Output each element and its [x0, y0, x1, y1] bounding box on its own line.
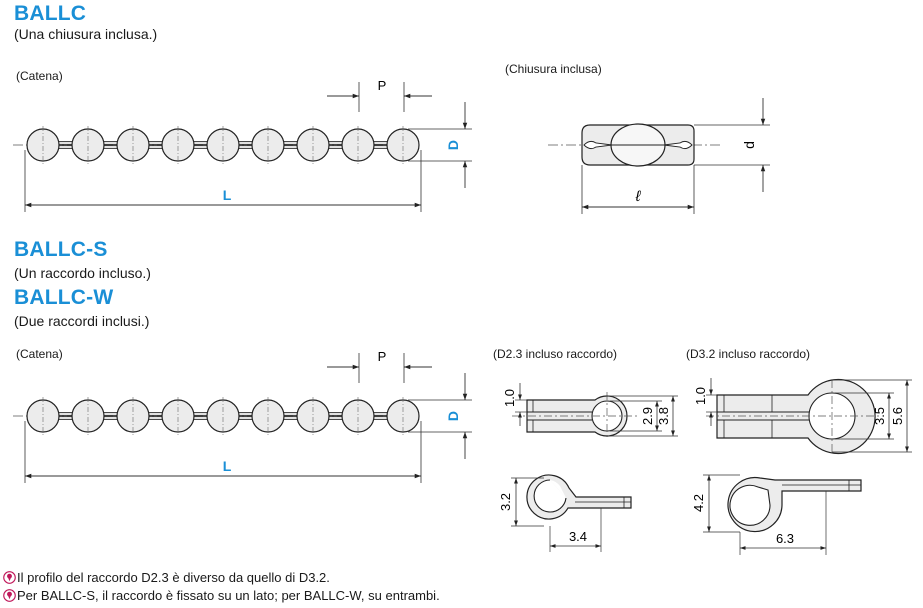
pitch-dimension: P	[327, 78, 432, 112]
pitch-label: P	[378, 349, 387, 364]
closure-drawing: d ℓ	[548, 98, 770, 214]
length-dimension: L	[24, 421, 422, 483]
fitting-d23-side-view: 3.2 3.4	[498, 474, 632, 552]
ballc-w-title: BALLC-W	[14, 286, 114, 309]
fitting-d23-top-view: 1.0 2.9 3.8	[502, 383, 678, 440]
chain-balls	[26, 397, 420, 435]
ballc-chain-caption: (Catena)	[16, 69, 63, 83]
diameter-dimension: D	[408, 373, 472, 459]
ballc-s-title: BALLC-S	[14, 238, 108, 261]
d23-thickness-label: 1.0	[502, 389, 517, 407]
length-label: L	[223, 187, 232, 203]
diameter-dimension: D	[408, 102, 472, 188]
ballc-title: BALLC	[14, 2, 87, 25]
pitch-label: P	[378, 78, 387, 93]
chain-balls	[26, 126, 420, 164]
ballc-w-subtitle: (Due raccordi inclusi.)	[14, 313, 150, 329]
fitting-d32-caption: (D3.2 incluso raccordo)	[686, 347, 811, 361]
closure-caption: (Chiusura inclusa)	[505, 62, 602, 76]
fitting-d32-top-view: 1.0 3.5 5.6	[693, 378, 912, 455]
d32-inner-label: 3.5	[872, 407, 887, 425]
length-dimension: L	[24, 150, 422, 212]
closure-d-label: d	[741, 141, 757, 149]
d32-length-label: 6.3	[776, 531, 794, 546]
pin-icon	[3, 571, 16, 584]
d32-height-label: 4.2	[691, 494, 706, 512]
fitting-d32-side-view: 4.2 6.3	[691, 474, 862, 555]
d32-thickness-label: 1.0	[693, 387, 708, 405]
length-label: L	[223, 458, 232, 474]
pin-icon	[3, 589, 16, 602]
note-1: Il profilo del raccordo D2.3 è diverso d…	[3, 570, 330, 585]
pitch-dimension: P	[327, 349, 432, 383]
ballc-s-subtitle: (Un raccordo incluso.)	[14, 265, 151, 281]
d23-outer-label: 3.8	[656, 407, 671, 425]
ballc-chain-drawing: P D L	[13, 78, 472, 212]
d23-height-label: 3.2	[498, 493, 513, 511]
ballc-sw-chain-caption: (Catena)	[16, 347, 63, 361]
fitting-d23-caption: (D2.3 incluso raccordo)	[493, 347, 618, 361]
ballc-subtitle: (Una chiusura inclusa.)	[14, 26, 158, 42]
d23-inner-label: 2.9	[640, 407, 655, 425]
d32-outer-label: 5.6	[890, 407, 905, 425]
diameter-label: D	[445, 140, 461, 150]
diameter-label: D	[445, 411, 461, 421]
note-2-text: Per BALLC-S, il raccordo è fissato su un…	[17, 588, 440, 603]
closure-l-label: ℓ	[635, 188, 642, 205]
d23-length-label: 3.4	[569, 529, 587, 544]
note-2: Per BALLC-S, il raccordo è fissato su un…	[3, 588, 440, 603]
ballc-sw-chain-drawing: P D L	[13, 349, 472, 483]
note-1-text: Il profilo del raccordo D2.3 è diverso d…	[17, 570, 330, 585]
